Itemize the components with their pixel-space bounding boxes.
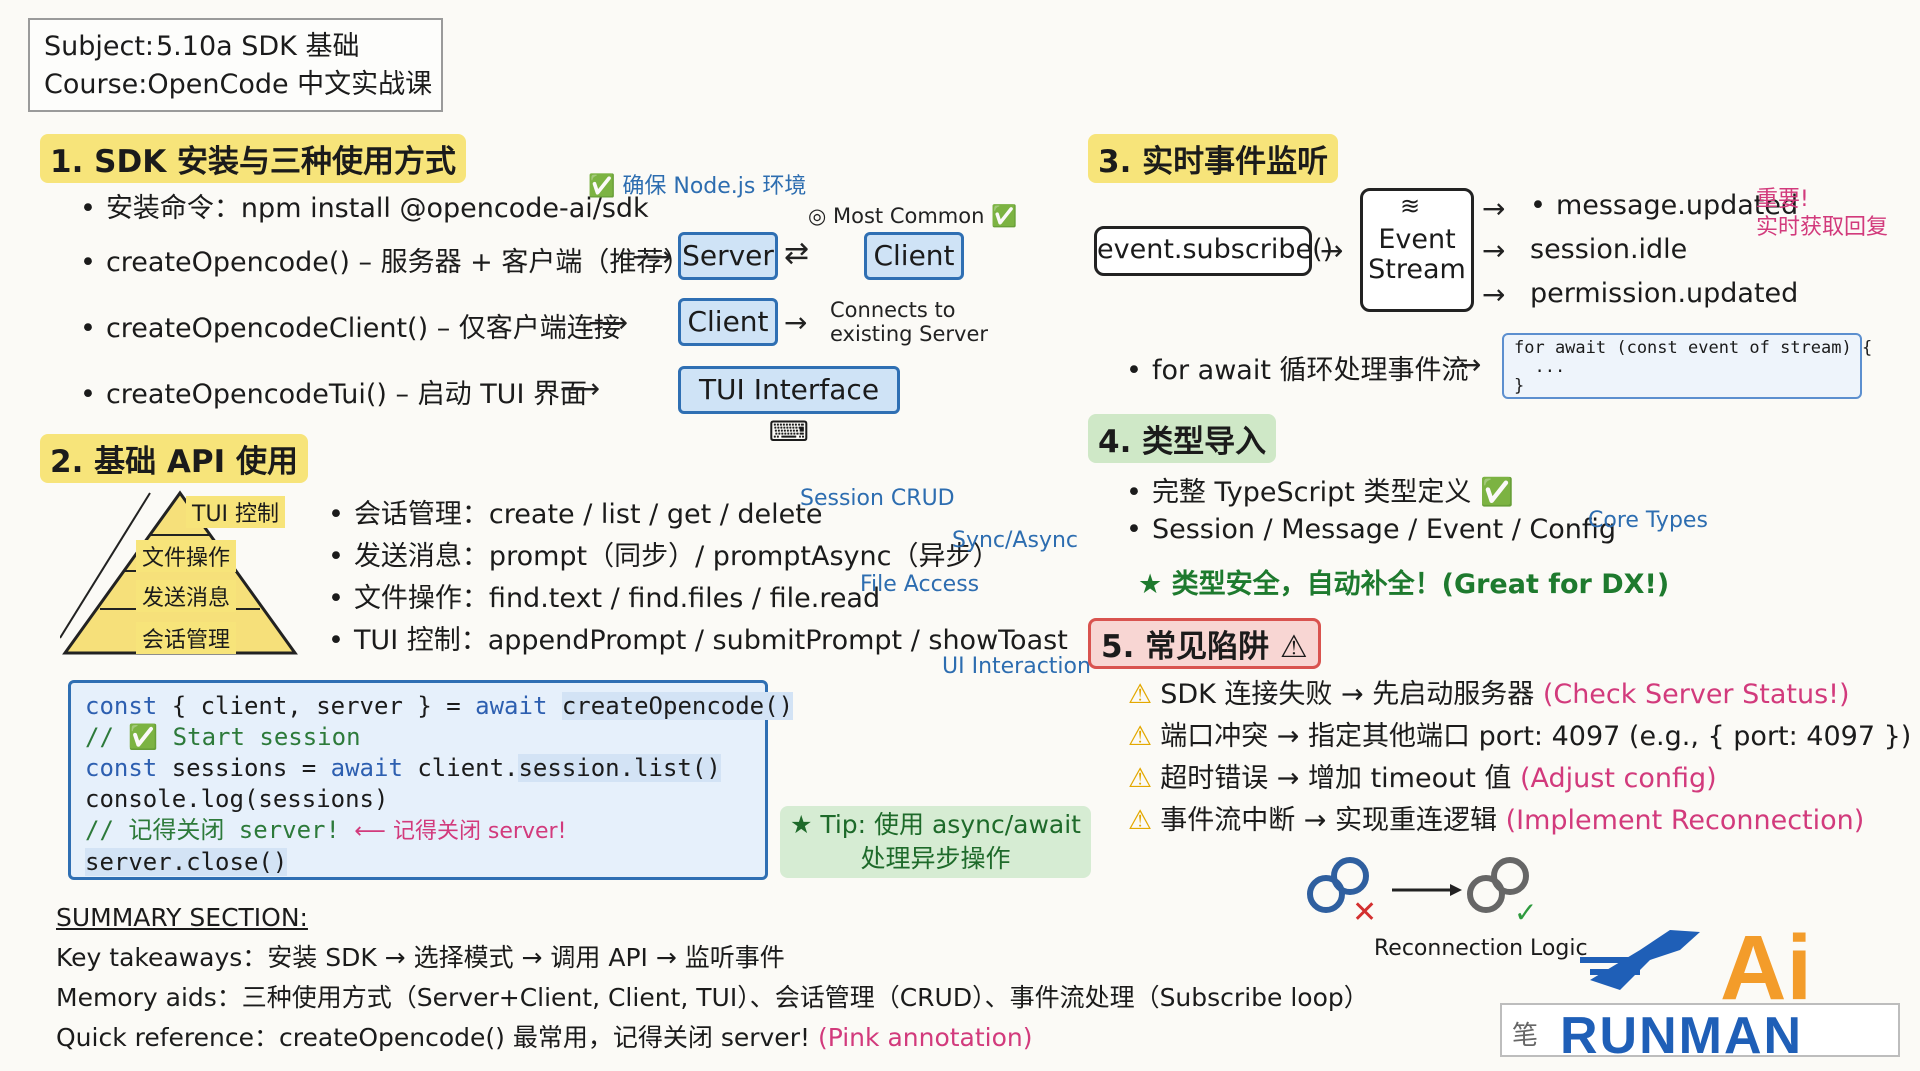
section3-title: 3. 实时事件监听 (1088, 134, 1339, 183)
for-await-bullet: for await 循环处理事件流 (1126, 348, 1469, 387)
arrow-icon: → (1482, 234, 1506, 267)
pitfall-2: ⚠端口冲突 → 指定其他端口 port: 4097 (e.g., { port:… (1128, 721, 1912, 752)
warning-icon: ⚠ (1128, 805, 1153, 836)
pitfall-1: ⚠SDK 连接失败 → 先启动服务器 (Check Server Status!… (1128, 679, 1850, 710)
warning-icon: ⚠ (1128, 679, 1153, 710)
client-box: Client (864, 232, 964, 280)
summary-line1: Key takeaways：安装 SDK → 选择模式 → 调用 API → 监… (56, 943, 785, 972)
arrow-icon: → (1320, 234, 1344, 267)
types-star-note: ★ 类型安全，自动补全！(Great for DX!) (1138, 569, 1670, 600)
create-tui-row: createOpencodeTui() – 启动 TUI 界面 (80, 372, 587, 411)
section5-title: 5. 常见陷阱 ⚠ (1088, 618, 1321, 669)
pyramid-files: 文件操作 (136, 540, 237, 572)
subject-value: 5.10a SDK 基础 (156, 31, 360, 62)
create-client-row: createOpencodeClient() – 仅客户端连接 (80, 306, 621, 345)
arrow-icon: → (1458, 348, 1482, 381)
api-files-note: File Access (860, 572, 980, 597)
reconnection-icon: ✕ ✓ (1307, 857, 1537, 930)
api-tui: TUI 控制：appendPrompt / submitPrompt / sho… (328, 618, 1068, 657)
bidirectional-arrow-icon: ⇄ (784, 236, 810, 271)
event-message-updated: message.updated (1530, 190, 1798, 221)
svg-text:✓: ✓ (1514, 896, 1537, 929)
code-example: const { client, server } = await createO… (68, 680, 794, 880)
api-session-note: Session CRUD (800, 486, 955, 511)
pyramid-messages: 发送消息 (136, 580, 237, 612)
arrow-icon: → (1482, 278, 1506, 311)
event-session-idle: session.idle (1530, 234, 1688, 265)
most-common-note: ◎ Most Common ✅ (808, 204, 1018, 228)
wave-icon: ≋ (1400, 192, 1421, 220)
subscribe-box: event.subscribe() (1094, 226, 1333, 276)
section4-title: 4. 类型导入 (1088, 414, 1277, 463)
section2-title: 2. 基础 API 使用 (40, 434, 308, 483)
event-permission-updated: permission.updated (1530, 278, 1799, 309)
arrow-icon: → (1482, 192, 1506, 225)
tip-note: ★ Tip: 使用 async/await 处理异步操作 (780, 806, 1091, 878)
arrow-icon: ⟶ (632, 240, 673, 273)
arrow-icon: ⟶ (560, 372, 601, 405)
client-only-box: Client (678, 298, 778, 346)
types-item1: 完整 TypeScript 类型定义 ✅ (1126, 470, 1514, 509)
create-opencode-row: createOpencode() – 服务器 + 客户端（推荐） (80, 240, 690, 279)
api-session: 会话管理：create / list / get / delete (328, 492, 823, 531)
types-item2: Session / Message / Event / Config (1126, 514, 1616, 545)
course-label: Course: (44, 69, 148, 100)
svg-text:✕: ✕ (1352, 895, 1377, 930)
logo-runman: RUNMAN (1560, 1007, 1804, 1065)
summary-heading: SUMMARY SECTION: (56, 903, 308, 932)
install-note: ✅ 确保 Node.js 环境 (588, 174, 807, 199)
api-message-note: Sync/Async (952, 528, 1079, 553)
subject-label: Subject: (44, 31, 155, 62)
logo-ai: Ai (1720, 917, 1812, 1019)
pyramid-sessions: 会话管理 (136, 622, 237, 654)
for-await-code: for await (const event of stream) { ... … (1502, 333, 1872, 399)
connects-note: Connects to existing Server (830, 298, 989, 346)
event-stream-box: Event Stream (1360, 188, 1474, 312)
arrow-icon: ⟶ (588, 306, 629, 339)
section1-title: 1. SDK 安装与三种使用方式 (40, 134, 467, 183)
warning-icon: ⚠ (1128, 721, 1153, 752)
subject-box: Subject:5.10a SDK 基础 Course:OpenCode 中文实… (28, 18, 443, 112)
pitfall-4: ⚠事件流中断 → 实现重连逻辑 (Implement Reconnection) (1128, 805, 1865, 836)
runner-logo-icon (1580, 930, 1700, 990)
pyramid-tui: TUI 控制 (186, 496, 286, 528)
course-value: OpenCode 中文实战课 (147, 69, 433, 100)
api-tui-note: UI Interaction (942, 654, 1091, 679)
summary-line3: Quick reference：createOpencode() 最常用，记得关… (56, 1023, 1033, 1052)
tui-interface-box: TUI Interface ⌨ (678, 366, 900, 448)
server-box: Server (678, 232, 778, 280)
note-box: 笔 (1500, 1003, 1900, 1057)
install-command: 安装命令：npm install @opencode-ai/sdk (80, 186, 649, 225)
warning-icon: ⚠ (1128, 763, 1153, 794)
api-message: 发送消息：prompt（同步）/ promptAsync（异步） (328, 534, 1000, 573)
summary-line2: Memory aids：三种使用方式（Server+Client, Client… (56, 983, 1369, 1012)
arrow-icon: → (784, 306, 808, 339)
pitfall-3: ⚠超时错误 → 增加 timeout 值 (Adjust config) (1128, 763, 1717, 794)
reconnection-label: Reconnection Logic (1374, 936, 1588, 961)
important-note: 重要! 实时获取回复 (1756, 187, 1889, 240)
api-files: 文件操作：find.text / find.files / file.read (328, 576, 880, 615)
types-item2-note: Core Types (1588, 508, 1708, 533)
